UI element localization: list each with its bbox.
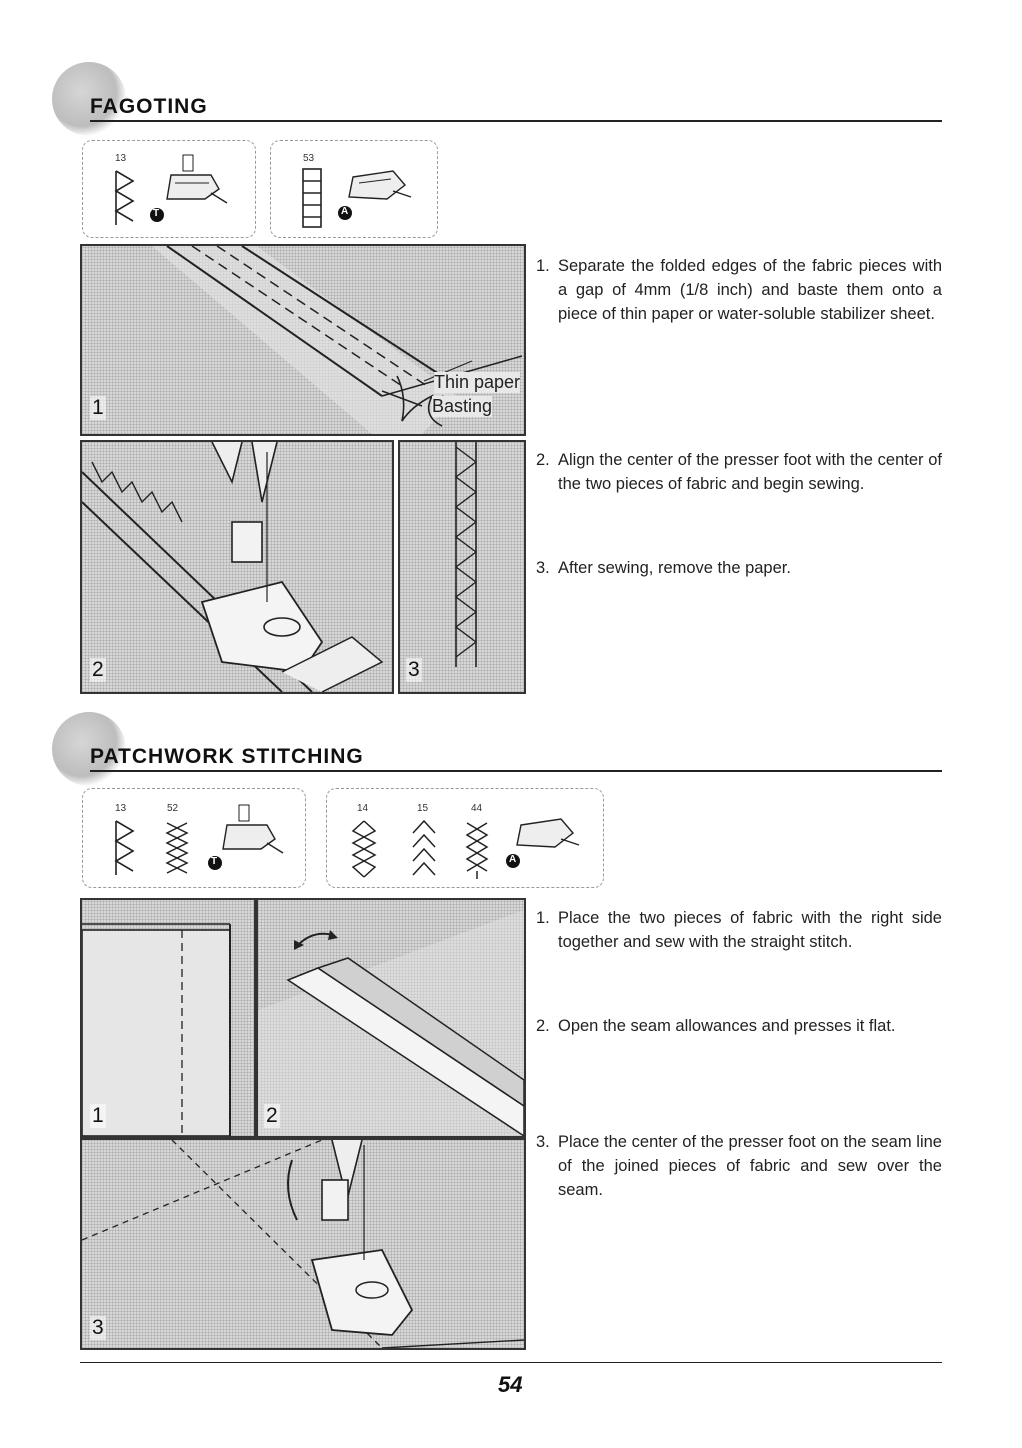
step-text: Align the center of the presser foot wit… <box>558 448 942 496</box>
callout-label: Thin paper <box>434 372 520 393</box>
stitch-number: 52 <box>167 803 178 814</box>
figure-number: 2 <box>90 658 106 682</box>
step-text: Place the two pieces of fabric with the … <box>558 906 942 954</box>
step-number: 1. <box>536 906 550 930</box>
foot-badge-letter: A <box>341 206 348 217</box>
illustration-press-seam-open: 2 <box>256 898 526 1138</box>
section-divider <box>90 120 942 122</box>
section-title-patchwork: PATCHWORK STITCHING <box>90 745 364 769</box>
figure-number: 2 <box>264 1104 280 1128</box>
foot-badge-letter: A <box>509 854 516 865</box>
cross-stitch-icon <box>163 819 193 879</box>
stitch-pattern-card: 13 52 T <box>82 788 306 888</box>
step-text: After sewing, remove the paper. <box>558 556 942 580</box>
presser-foot-icon <box>153 153 233 213</box>
illustration-sew-over-seam: 3 <box>80 1138 526 1350</box>
feather-stitch-icon <box>409 819 439 881</box>
stitch-number: 13 <box>115 153 126 164</box>
stitch-pattern-card: 53 A <box>270 140 438 238</box>
illustration-basting: Thin paper Basting 1 <box>80 244 526 436</box>
footer-divider <box>80 1362 942 1363</box>
stitch-number: 53 <box>303 153 314 164</box>
illustration-finished-fagoting: 3 <box>398 440 526 694</box>
illustration-sew-right-sides-together: 1 <box>80 898 256 1138</box>
instruction-step: 3. Place the center of the presser foot … <box>536 1130 942 1202</box>
double-cross-stitch-icon <box>349 819 379 881</box>
stitch-pattern-card: 14 15 44 A <box>326 788 604 888</box>
callout-label: Basting <box>432 396 492 417</box>
section-title-fagoting: FAGOTING <box>90 95 208 119</box>
illustration-sewing-presser-foot: 2 <box>80 440 394 694</box>
step-number: 2. <box>536 448 550 472</box>
presser-foot-icon <box>209 803 289 863</box>
instruction-step: 1. Place the two pieces of fabric with t… <box>536 906 942 954</box>
zigzag-stitch-icon <box>111 169 141 229</box>
step-text: Separate the folded edges of the fabric … <box>558 254 942 326</box>
foot-badge-letter: T <box>153 208 159 219</box>
stitch-number: 14 <box>357 803 368 814</box>
step-number: 3. <box>536 1130 550 1154</box>
instruction-step: 1. Separate the folded edges of the fabr… <box>536 254 942 326</box>
stitch-number: 13 <box>115 803 126 814</box>
stitch-pattern-card: 13 T <box>82 140 256 238</box>
foot-badge-letter: T <box>211 856 217 867</box>
herringbone-stitch-icon <box>463 819 493 881</box>
instruction-step: 2. Align the center of the presser foot … <box>536 448 942 496</box>
section-divider <box>90 770 942 772</box>
step-number: 2. <box>536 1014 550 1038</box>
instruction-step: 2. Open the seam allowances and presses … <box>536 1014 942 1038</box>
stitch-number: 44 <box>471 803 482 814</box>
figure-number: 3 <box>406 658 422 682</box>
step-text: Open the seam allowances and presses it … <box>558 1014 942 1038</box>
figure-number: 1 <box>90 396 106 420</box>
page-number: 54 <box>498 1372 522 1398</box>
ladder-stitch-icon <box>299 167 329 231</box>
stitch-number: 15 <box>417 803 428 814</box>
zigzag-stitch-icon <box>111 819 141 879</box>
instruction-step: 3. After sewing, remove the paper. <box>536 556 942 580</box>
step-text: Place the center of the presser foot on … <box>558 1130 942 1202</box>
step-number: 1. <box>536 254 550 278</box>
figure-number: 1 <box>90 1104 106 1128</box>
step-number: 3. <box>536 556 550 580</box>
figure-number: 3 <box>90 1316 106 1340</box>
